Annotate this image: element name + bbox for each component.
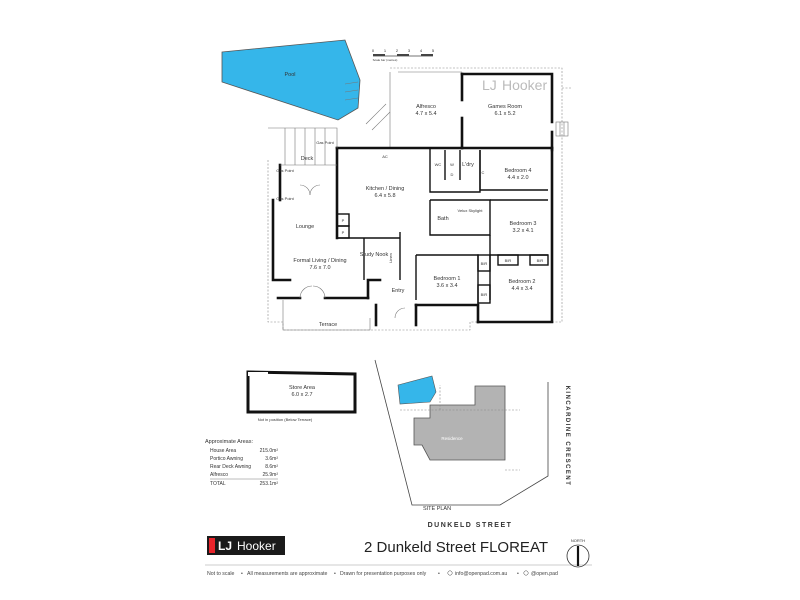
logo-accent-mark xyxy=(209,538,215,553)
w-label: W xyxy=(450,162,454,167)
laundry-label: L'dry xyxy=(462,162,474,168)
scale-bar: 0 1 2 3 4 5 Scale bar (metres) xyxy=(372,48,435,62)
footer-item-3: info@openpad.com.au xyxy=(455,571,507,577)
bedroom-2-dim: 4.4 x 3.4 xyxy=(511,286,532,292)
bedroom-4-dim: 4.4 x 2.0 xyxy=(507,175,528,181)
pantry-label-2: P xyxy=(342,230,345,235)
area-row-label-1: Portico Awning xyxy=(210,456,243,462)
bir-label-1: BIR xyxy=(481,261,488,266)
study-nook-label: Study Nook xyxy=(360,252,389,258)
areas-legend: Approximate Areas: House Area 215.0m² Po… xyxy=(205,439,278,487)
footer-item-4: @open.pad xyxy=(531,571,558,577)
bedroom-3-label: Bedroom 3 xyxy=(510,221,537,227)
footer-disclaimer: Not to scale • All measurements are appr… xyxy=(207,570,558,577)
formal-living-dim: 7.6 x 7.0 xyxy=(309,265,330,271)
svg-text:•: • xyxy=(241,571,243,577)
deck-label: Deck xyxy=(301,156,314,162)
bedroom-2-label: Bedroom 2 xyxy=(509,279,536,285)
pool-steps xyxy=(344,81,359,101)
scale-tick-3: 3 xyxy=(408,48,411,53)
footer-item-1: All measurements are approximate xyxy=(247,571,328,577)
area-row-label-2: Rear Deck Awning xyxy=(210,464,251,470)
north-label: NORTH xyxy=(571,538,585,543)
bir-label-3: BIR xyxy=(505,258,512,263)
kitchen-dim: 6.4 x 5.8 xyxy=(374,193,395,199)
d-label: D xyxy=(451,172,454,177)
site-plan-label: SITE PLAN xyxy=(423,506,451,512)
site-plan: Residence SITE PLAN DUNKELD STREET KINCA… xyxy=(374,359,570,529)
bedroom-1-dim: 3.6 x 3.4 xyxy=(436,283,457,289)
watermark-lj: LJ xyxy=(482,77,497,93)
lj-hooker-logo: LJ Hooker xyxy=(207,536,285,555)
area-row-value-2: 8.6m² xyxy=(265,464,278,470)
games-room-label: Games Room xyxy=(488,104,522,110)
alfresco-label: Alfresco xyxy=(416,104,436,110)
logo-name-text: Hooker xyxy=(237,539,276,553)
area-row-value-0: 215.0m² xyxy=(260,448,279,454)
dunkeld-street-label: DUNKELD STREET xyxy=(428,522,513,529)
gas-point-1: Gas Point xyxy=(316,140,334,145)
formal-living-label: Formal Living / Dining xyxy=(293,258,346,264)
footer-item-0: Not to scale xyxy=(207,571,235,577)
logo-lj-text: LJ xyxy=(218,539,232,553)
instagram-icon xyxy=(523,570,529,576)
bir-label-2: BIR xyxy=(481,292,488,297)
area-row-value-1: 3.6m² xyxy=(265,456,278,462)
terrace-label: Terrace xyxy=(319,322,337,328)
svg-text:•: • xyxy=(438,571,440,577)
areas-title: Approximate Areas: xyxy=(205,439,253,445)
property-outline xyxy=(267,67,572,331)
footer-item-2: Drawn for presentation purposes only xyxy=(340,571,427,577)
scale-tick-0: 0 xyxy=(372,48,375,53)
store-area-dim: 6.0 x 2.7 xyxy=(291,392,312,398)
pool-label: Pool xyxy=(284,72,295,78)
north-arrow: NORTH xyxy=(566,538,590,568)
c-label: C xyxy=(482,170,485,175)
area-row-label-3: Alfresco xyxy=(210,472,228,478)
area-row-value-4: 253.1m² xyxy=(260,481,279,487)
pantry-label-1: P xyxy=(342,218,345,223)
wc-label: WC xyxy=(435,162,442,167)
property-address: 2 Dunkeld Street FLOREAT xyxy=(364,539,548,556)
area-row-value-3: 25.9m² xyxy=(262,472,278,478)
house-walls xyxy=(268,71,569,331)
watermark-name: Hooker xyxy=(502,77,547,93)
scale-label: Scale bar (metres) xyxy=(373,58,398,62)
scale-tick-1: 1 xyxy=(384,48,387,53)
area-row-label-4: TOTAL xyxy=(210,481,226,487)
entry-label: Entry xyxy=(392,288,405,294)
svg-text:•: • xyxy=(517,571,519,577)
bedroom-3-dim: 3.2 x 4.1 xyxy=(512,228,533,234)
email-icon xyxy=(447,570,453,576)
area-row-label-0: House Area xyxy=(210,448,236,454)
kincardine-crescent-label: KINCARDINE CRESCENT xyxy=(564,386,570,487)
store-area-label: Store Area xyxy=(289,385,316,391)
store-area-outline xyxy=(246,370,357,414)
ac-label: AC xyxy=(382,154,388,159)
bir-label-4: BIR xyxy=(537,258,544,263)
velux-label: Velux Skylight xyxy=(458,208,484,213)
scale-tick-2: 2 xyxy=(396,48,399,53)
scale-tick-4: 4 xyxy=(420,48,423,53)
site-pool xyxy=(397,375,437,405)
residence-label: Residence xyxy=(441,436,463,441)
bedroom-1-label: Bedroom 1 xyxy=(434,276,461,282)
bath-label: Bath xyxy=(437,216,448,222)
gas-point-2: Gas Point xyxy=(276,168,294,173)
scale-tick-5: 5 xyxy=(432,48,435,53)
bedroom-4-label: Bedroom 4 xyxy=(505,168,532,174)
gas-point-3: Gas Point xyxy=(276,196,294,201)
linen-label: Linen xyxy=(388,253,393,263)
pool-shape xyxy=(221,39,361,121)
alfresco-dim: 4.7 x 5.4 xyxy=(415,111,436,117)
site-residence xyxy=(413,385,506,461)
kitchen-label: Kitchen / Dining xyxy=(366,186,405,192)
store-area-note: Not in position (Below Terrace) xyxy=(258,417,313,422)
lounge-label: Lounge xyxy=(296,224,314,230)
games-room-logo: LJ Hooker xyxy=(482,77,547,93)
svg-text:•: • xyxy=(334,571,336,577)
games-room-dim: 6.1 x 5.2 xyxy=(494,111,515,117)
